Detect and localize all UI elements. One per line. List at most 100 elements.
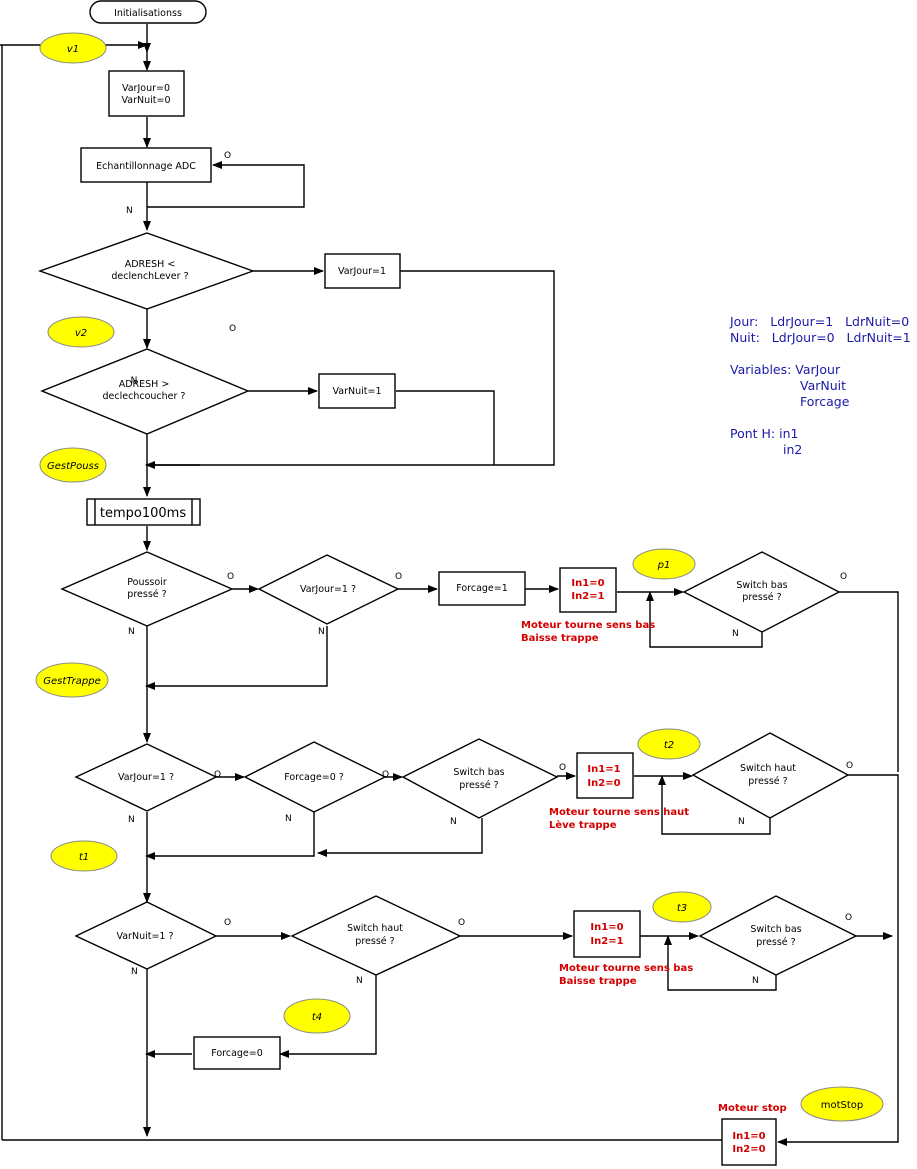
svg-text:In2=1: In2=1	[571, 591, 604, 602]
svg-text:Switch haut: Switch haut	[740, 763, 796, 774]
motor-stop-box: In1=0 In2=0	[721, 1118, 777, 1166]
svg-text:In1=1: In1=1	[587, 764, 620, 775]
switch-bas-decision-3: Switch bas pressé ?	[698, 895, 858, 976]
svg-text:O: O	[224, 151, 231, 161]
svg-text:O: O	[458, 918, 465, 928]
connectors	[0, 24, 899, 1146]
svg-text:In1=0: In1=0	[590, 922, 623, 933]
svg-text:O: O	[845, 913, 852, 923]
svg-text:pressé ?: pressé ?	[127, 589, 166, 600]
varjour-decision-1: VarJour=1 ?	[257, 554, 400, 625]
init-varnuit: VarNuit=0	[122, 95, 171, 106]
svg-text:N: N	[126, 206, 133, 216]
svg-text:Forcage=0 ?: Forcage=0 ?	[284, 772, 344, 783]
label-t4: t4	[312, 1012, 322, 1023]
svg-text:VarNuit: VarNuit	[800, 378, 846, 393]
label-motstop: motStop	[821, 1100, 864, 1111]
svg-text:Moteur tourne sens bas: Moteur tourne sens bas	[559, 963, 693, 974]
label-t1: t1	[79, 852, 89, 863]
svg-text:O: O	[227, 572, 234, 582]
svg-text:N: N	[131, 967, 138, 977]
label-v2: v2	[75, 328, 87, 339]
svg-text:N: N	[752, 976, 759, 986]
svg-text:N: N	[732, 629, 739, 639]
stray-n-mark: N	[131, 376, 138, 386]
svg-text:O: O	[559, 763, 566, 773]
svg-text:Baisse trappe: Baisse trappe	[521, 633, 599, 644]
svg-text:N: N	[285, 814, 292, 824]
svg-text:In1=0: In1=0	[732, 1131, 765, 1142]
adresh-lever-decision: ADRESH < declenchLever ?	[37, 232, 256, 310]
forcage-reset-box: Forcage=0	[193, 1036, 281, 1070]
adresh-coucher-decision: ADRESH > declechcoucher ? N	[40, 348, 250, 435]
branch-marks: O N O O O N N O N O O O O N N N N O O O …	[126, 151, 853, 986]
svg-text:O: O	[840, 572, 847, 582]
svg-text:O: O	[224, 918, 231, 928]
svg-text:pressé ?: pressé ?	[756, 937, 795, 948]
switch-bas-decision-1: Switch bas pressé ?	[682, 551, 841, 633]
init-vars-box: VarJour=0 VarNuit=0	[108, 70, 185, 117]
varnuit-decision: VarNuit=1 ?	[74, 901, 218, 970]
svg-text:declechcoucher ?: declechcoucher ?	[103, 391, 186, 402]
svg-text:N: N	[128, 627, 135, 637]
forcage-set-box: Forcage=1	[438, 571, 526, 606]
svg-text:VarJour=1 ?: VarJour=1 ?	[118, 772, 174, 783]
svg-text:Baisse trappe: Baisse trappe	[559, 976, 637, 987]
motor-up-box: In1=1 In2=0	[576, 752, 634, 799]
label-t2: t2	[664, 740, 674, 751]
svg-text:Moteur stop: Moteur stop	[718, 1103, 787, 1114]
svg-text:In2=1: In2=1	[590, 936, 623, 947]
svg-text:Jour: LdrJour=1 LdrNuit=0: Jour: LdrJour=1 LdrNuit=0	[729, 314, 909, 329]
adc-box: Echantillonnage ADC	[80, 147, 212, 183]
init-varjour: VarJour=0	[122, 83, 170, 94]
yellow-labels: v1 v2 GestPouss GestTrappe p1 t2 t1 t3 t…	[35, 32, 884, 1122]
svg-text:ADRESH <: ADRESH <	[125, 259, 176, 270]
svg-text:O: O	[382, 770, 389, 780]
poussoir-decision: Poussoir pressé ?	[60, 551, 234, 627]
svg-text:In2=0: In2=0	[587, 778, 620, 789]
label-gestpouss: GestPouss	[47, 461, 99, 472]
svg-text:Nuit: LdrJour=0 LdrNuit=1: Nuit: LdrJour=0 LdrNuit=1	[730, 330, 911, 345]
svg-text:pressé ?: pressé ?	[355, 936, 394, 947]
svg-text:pressé ?: pressé ?	[748, 776, 787, 787]
label-v1: v1	[67, 44, 79, 55]
motor-down-box-1: In1=0 In2=1	[559, 567, 617, 613]
svg-text:Pont H: in1: Pont H: in1	[730, 426, 798, 441]
svg-text:VarNuit=1: VarNuit=1	[333, 386, 382, 397]
svg-text:N: N	[318, 627, 325, 637]
adc-label: Echantillonnage ADC	[96, 161, 196, 172]
label-gesttrappe: GestTrappe	[43, 676, 100, 687]
svg-text:Switch haut: Switch haut	[347, 923, 403, 934]
switch-haut-decision-1: Switch haut pressé ?	[691, 732, 850, 819]
label-t3: t3	[677, 903, 687, 914]
motor-annotations: Moteur tourne sens bas Baisse trappe Mot…	[521, 620, 787, 1114]
varjour-decision-2: VarJour=1 ?	[74, 743, 218, 812]
svg-text:O: O	[214, 770, 221, 780]
svg-text:VarJour=1: VarJour=1	[338, 266, 386, 277]
label-p1: p1	[657, 560, 671, 571]
svg-text:Switch bas: Switch bas	[750, 924, 801, 935]
switch-bas-decision-2: Switch bas pressé ?	[401, 738, 559, 819]
svg-text:Forcage=0: Forcage=0	[211, 1048, 263, 1059]
legend: Jour: LdrJour=1 LdrNuit=0 Nuit: LdrJour=…	[729, 314, 911, 457]
svg-text:Switch bas: Switch bas	[736, 580, 787, 591]
svg-text:ADRESH >: ADRESH >	[119, 379, 170, 390]
forcage-decision: Forcage=0 ?	[243, 741, 387, 813]
svg-text:In2=0: In2=0	[732, 1144, 765, 1155]
svg-text:VarJour=1 ?: VarJour=1 ?	[300, 584, 356, 595]
varnuit-set-box: VarNuit=1	[318, 373, 396, 409]
svg-text:declenchLever ?: declenchLever ?	[111, 271, 188, 282]
svg-text:O: O	[229, 324, 236, 334]
svg-text:In1=0: In1=0	[571, 578, 604, 589]
svg-text:Poussoir: Poussoir	[127, 577, 167, 588]
svg-text:in2: in2	[783, 442, 802, 457]
tempo-subroutine: tempo100ms	[86, 498, 201, 526]
svg-text:O: O	[395, 572, 402, 582]
svg-text:VarNuit=1 ?: VarNuit=1 ?	[116, 931, 173, 942]
svg-text:N: N	[128, 815, 135, 825]
svg-text:N: N	[738, 817, 745, 827]
start-label: Initialisationss	[114, 8, 182, 19]
svg-text:pressé ?: pressé ?	[742, 592, 781, 603]
svg-text:Moteur tourne sens haut: Moteur tourne sens haut	[549, 807, 689, 818]
